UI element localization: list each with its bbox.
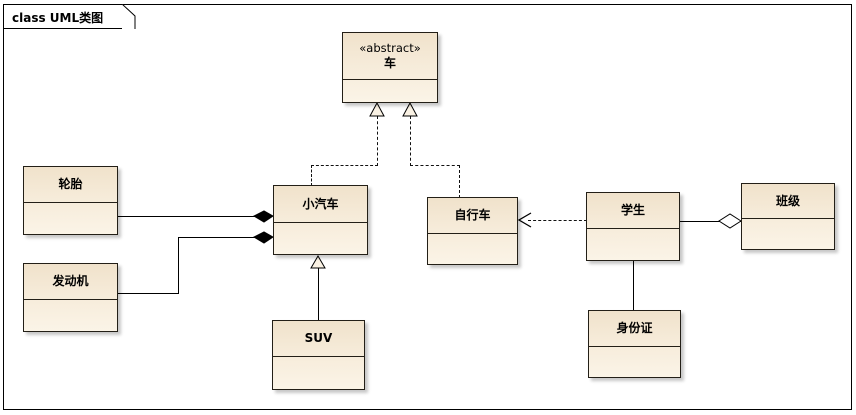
tab-slant-shape [122,4,136,29]
class-header-che: «abstract» 车 [343,33,437,80]
class-box-zixingche[interactable]: 自行车 [427,197,518,265]
class-box-xiaoqiche[interactable]: 小汽车 [273,185,368,255]
class-attributes-che [343,80,437,103]
class-header-xuesheng: 学生 [587,193,679,229]
class-header-xiaoqiche: 小汽车 [274,186,367,223]
class-name-zixingche: 自行车 [454,208,491,222]
class-attributes-zixingche [428,234,517,265]
class-name-che: 车 [383,55,396,70]
class-box-banji[interactable]: 班级 [741,183,835,250]
class-box-che[interactable]: «abstract» 车 [342,32,438,103]
class-stereotype-che: «abstract» [359,41,421,56]
diagram-frame [3,4,852,410]
class-attributes-fadongji [24,300,117,332]
class-attributes-shenfenzheng [589,347,680,378]
relation-r2-segment-v2 [410,116,411,166]
relation-r1-segment-v1 [311,165,312,186]
relation-r4-segment-v [178,237,179,294]
class-box-xuesheng[interactable]: 学生 [586,192,680,261]
class-name-suv: SUV [304,331,333,345]
class-header-luntai: 轮胎 [24,167,117,203]
class-box-luntai[interactable]: 轮胎 [23,166,118,235]
relation-r1-segment-h [311,165,378,166]
relation-r2-segment-v1 [459,165,460,198]
class-name-banji: 班级 [775,193,800,208]
class-box-shenfenzheng[interactable]: 身份证 [588,310,681,378]
relation-r2-segment-h [410,165,460,166]
relation-r7-line [680,221,742,222]
relation-r4-segment-h1 [118,293,179,294]
class-box-fadongji[interactable]: 发动机 [23,263,118,332]
class-attributes-xiaoqiche [274,223,367,255]
diagram-frame-tab [3,4,123,29]
class-header-zixingche: 自行车 [428,198,517,234]
class-attributes-xuesheng [587,229,679,261]
class-header-suv: SUV [273,321,364,357]
class-name-xuesheng: 学生 [620,203,645,217]
relation-r8-line [633,260,634,312]
class-attributes-luntai [24,203,117,235]
class-name-shenfenzheng: 身份证 [616,321,653,335]
relation-r3-line [118,216,265,217]
class-header-shenfenzheng: 身份证 [589,311,680,347]
class-attributes-banji [742,219,834,250]
class-name-xiaoqiche: 小汽车 [302,196,339,211]
class-attributes-suv [273,357,364,390]
class-box-suv[interactable]: SUV [272,320,365,390]
diagram-frame-tab-slant [122,4,136,30]
class-name-fadongji: 发动机 [52,274,89,288]
relation-r5-line [318,267,319,321]
class-name-luntai: 轮胎 [58,177,83,191]
relation-r4-segment-h2 [178,237,265,238]
class-header-banji: 班级 [742,184,834,219]
diagram-title: class UML类图 [12,11,104,25]
relation-r6-line [528,220,587,221]
relation-r1-segment-v2 [377,116,378,166]
class-header-fadongji: 发动机 [24,264,117,300]
